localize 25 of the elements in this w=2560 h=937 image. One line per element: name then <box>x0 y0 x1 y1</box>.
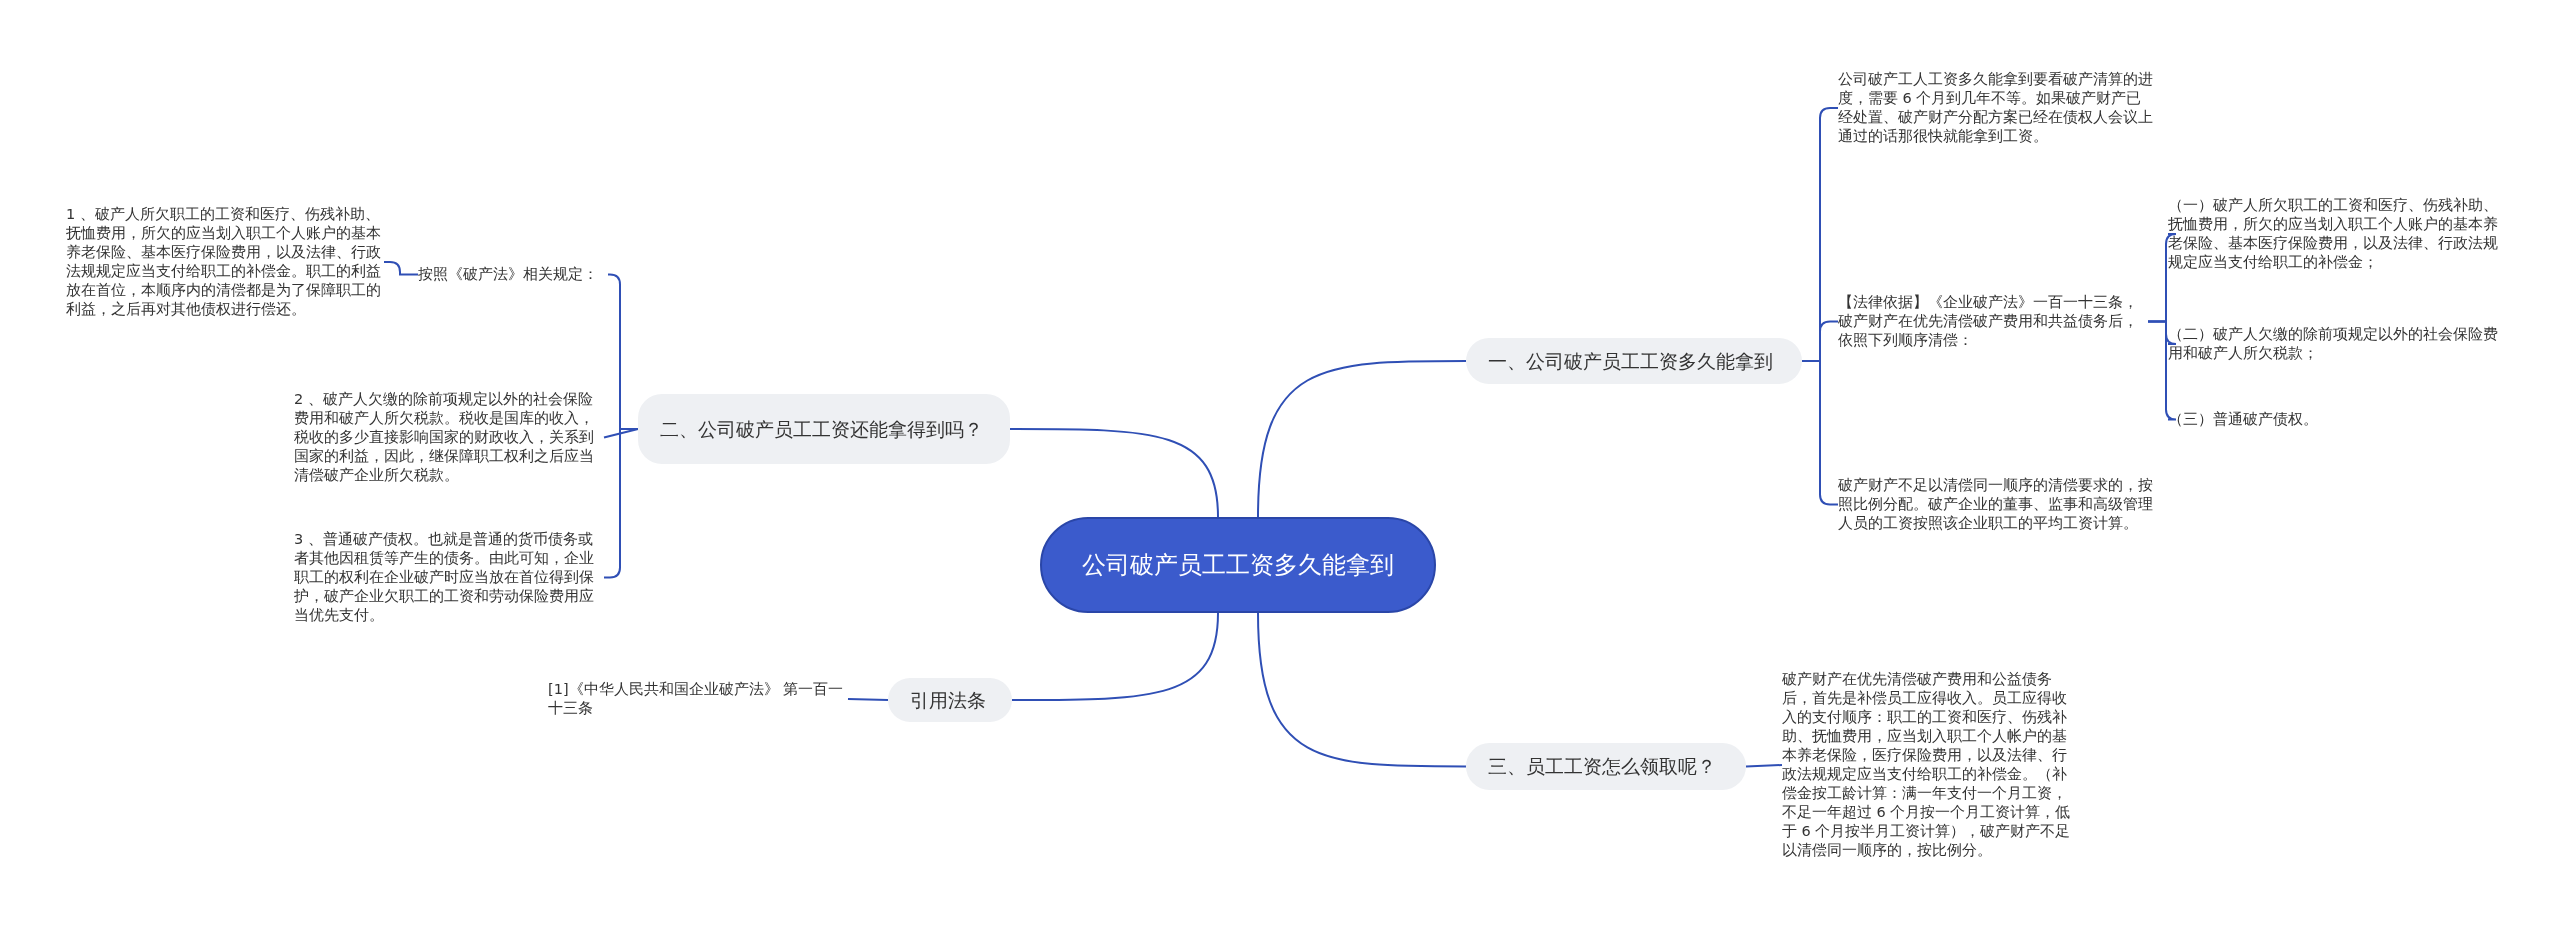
note-text: [1]《中华人民共和国企业破产法》 第一百一十三条 <box>548 680 848 718</box>
note-text: 2 、破产人欠缴的除前项规定以外的社会保险费用和破产人所欠税款。税收是国库的收入，税收的多少直接影响国家的财政收入，关系到国家的利益，因此，继保障职工权利之后应当清偿破产企业所欠税款。 <box>294 390 604 485</box>
connector-line <box>1257 360 1467 518</box>
connector-line <box>1745 764 1783 768</box>
note-text: 3 、普通破产债权。也就是普通的货币债务或者其他因租赁等产生的债务。由此可知，企业职工的权利在企业破产时应当放在首位得到保护，破产企业欠职工的工资和劳动保险费用应当优先支付。 <box>294 530 604 625</box>
connector-line <box>1011 612 1219 701</box>
topic-pill: 二、公司破产员工工资还能拿得到吗？ <box>638 394 1010 464</box>
connector-line <box>383 261 419 276</box>
topic-pill: 一、公司破产员工工资多久能拿到 <box>1466 338 1802 384</box>
note-text: 破产财产不足以清偿同一顺序的清偿要求的，按照比例分配。破产企业的董事、监事和高级管理人员的工资按照该企业职工的平均工资计算。 <box>1838 476 2156 533</box>
topic-pill: 引用法条 <box>888 678 1012 722</box>
connector-line <box>1257 612 1467 768</box>
connector-line <box>1009 428 1219 518</box>
note-text: 公司破产工人工资多久能拿到要看破产清算的进度，需要 6 个月到几年不等。如果破产财产已经处置、破产财产分配方案已经在债权人会议上通过的话那很快就能拿到工资。 <box>1838 70 2156 146</box>
note-text: 1 、破产人所欠职工的工资和医疗、伤残补助、抚恤费用，所欠的应当划入职工个人账户的基本养老保险、基本医疗保险费用，以及法律、行政法规规定应当支付给职工的补偿金。职工的利益放在首位，本顺序内的清偿都是为了保障职工的利益，之后再对其他债权进行偿还。 <box>66 205 384 319</box>
note-text: （三）普通破产债权。 <box>2168 410 2368 429</box>
topic-pill: 三、员工工资怎么领取呢？ <box>1466 743 1746 790</box>
note-text: （二）破产人欠缴的除前项规定以外的社会保险费用和破产人所欠税款； <box>2168 325 2502 363</box>
central-topic: 公司破产员工工资多久能拿到 <box>1040 517 1436 613</box>
note-text: 按照《破产法》相关规定： <box>418 265 608 284</box>
note-text: （一）破产人所欠职工的工资和医疗、伤残补助、抚恤费用，所欠的应当划入职工个人账户的基本养老保险、基本医疗保险费用，以及法律、行政法规规定应当支付给职工的补偿金； <box>2168 196 2502 272</box>
connector-line <box>603 428 639 439</box>
note-text: 破产财产在优先清偿破产费用和公益债务后，首先是补偿员工应得收入。员工应得收入的支付顺序：职工的工资和医疗、伤残补助、抚恤费用，应当划入职工个人帐户的基本养老保险，医疗保险费用，以及法律、行政法规规定应当支付给职工的补偿金。（补偿金按工龄计算：满一年支付一个月工资，不足一年超过 6 个月按一个月工资计算，低于 6 个月按半月工资计算），破产财产不足以清偿同一顺序的，按比例分。 <box>1782 670 2072 860</box>
connector-line <box>847 698 889 701</box>
note-text: 【法律依据】《企业破产法》一百一十三条，破产财产在优先清偿破产费用和共益债务后，依照下列顺序清偿： <box>1838 293 2148 350</box>
